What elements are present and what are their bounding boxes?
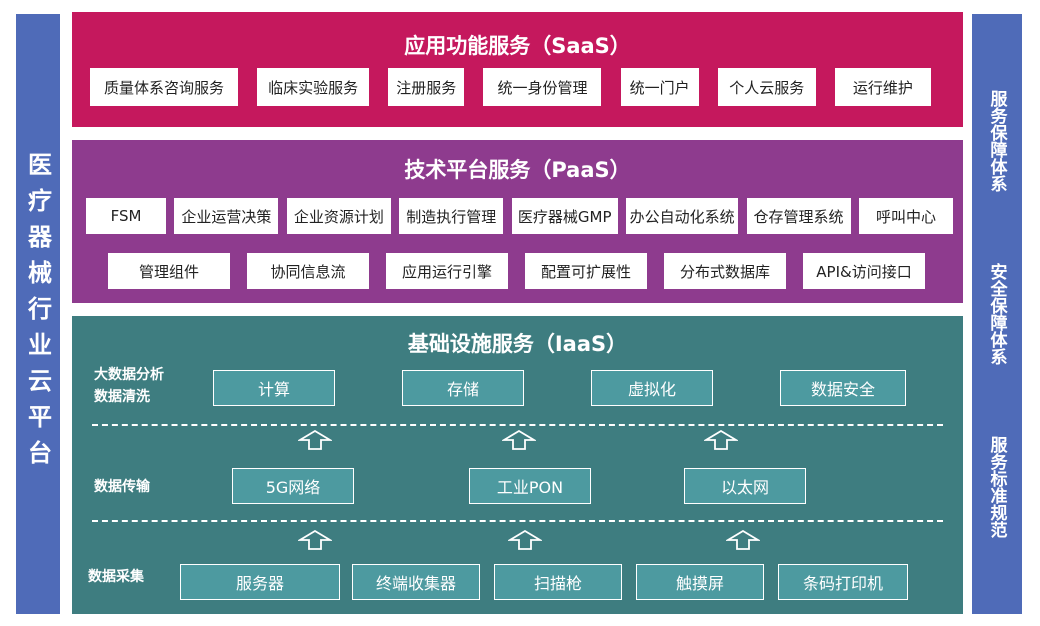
iaas-title: 基础设施服务（IaaS） bbox=[407, 332, 628, 356]
iaas-item: 数据安全 bbox=[780, 370, 906, 406]
paas-item: 企业运营决策 bbox=[174, 198, 279, 234]
right-label-service-assurance: 服务保障体系 bbox=[986, 89, 1007, 192]
paas-item: 企业资源计划 bbox=[286, 198, 391, 234]
iaas-divider-1 bbox=[92, 424, 943, 426]
iaas-item: 条码打印机 bbox=[778, 564, 908, 600]
right-label-security-assurance: 安全保障体系 bbox=[986, 262, 1007, 365]
iaas-row3-label: 数据采集 bbox=[88, 569, 144, 585]
paas-item: 协同信息流 bbox=[247, 253, 369, 289]
iaas-item: 扫描枪 bbox=[494, 564, 622, 600]
saas-item: 临床实验服务 bbox=[257, 68, 370, 106]
up-arrow-icon bbox=[704, 430, 738, 450]
paas-item: 制造执行管理 bbox=[399, 198, 504, 234]
platform-title: 医疗器械行业云平台 bbox=[23, 152, 52, 476]
paas-row-2: 管理组件 协同信息流 应用运行引擎 配置可扩展性 分布式数据库 API&访问接口 bbox=[108, 253, 925, 289]
saas-item: 运行维护 bbox=[834, 68, 931, 106]
right-label-service-standard: 服务标准规范 bbox=[986, 436, 1007, 539]
paas-item: 分布式数据库 bbox=[664, 253, 786, 289]
iaas-item: 5G网络 bbox=[232, 468, 354, 504]
saas-item: 统一门户 bbox=[620, 68, 699, 106]
iaas-item: 终端收集器 bbox=[352, 564, 480, 600]
saas-item: 质量体系咨询服务 bbox=[90, 68, 238, 106]
up-arrow-icon bbox=[508, 530, 542, 550]
iaas-item: 计算 bbox=[213, 370, 335, 406]
saas-row: 质量体系咨询服务 临床实验服务 注册服务 统一身份管理 统一门户 个人云服务 运… bbox=[90, 68, 931, 106]
iaas-item: 服务器 bbox=[180, 564, 340, 600]
iaas-item: 虚拟化 bbox=[591, 370, 713, 406]
paas-item: 应用运行引擎 bbox=[386, 253, 508, 289]
paas-item: 配置可扩展性 bbox=[525, 253, 647, 289]
up-arrow-icon bbox=[298, 430, 332, 450]
right-support-bar: 服务保障体系 安全保障体系 服务标准规范 bbox=[972, 14, 1022, 614]
paas-item: 呼叫中心 bbox=[858, 198, 953, 234]
iaas-row1-label: 大数据分析 数据清洗 bbox=[94, 364, 164, 408]
paas-layer: 技术平台服务（PaaS） FSM 企业运营决策 企业资源计划 制造执行管理 医疗… bbox=[72, 140, 963, 303]
saas-title: 应用功能服务（SaaS） bbox=[404, 34, 631, 58]
up-arrow-icon bbox=[726, 530, 760, 550]
saas-item: 个人云服务 bbox=[717, 68, 816, 106]
up-arrow-icon bbox=[502, 430, 536, 450]
iaas-item: 存储 bbox=[402, 370, 524, 406]
iaas-layer: 基础设施服务（IaaS） 大数据分析 数据清洗 计算 存储 虚拟化 数据安全 数… bbox=[72, 316, 963, 614]
paas-item: 办公自动化系统 bbox=[626, 198, 739, 234]
iaas-item: 以太网 bbox=[684, 468, 806, 504]
iaas-divider-2 bbox=[92, 520, 943, 522]
iaas-row1-label-line: 数据清洗 bbox=[94, 389, 150, 405]
iaas-row2-label: 数据传输 bbox=[94, 479, 150, 495]
paas-item: FSM bbox=[86, 198, 166, 234]
iaas-row1-label-line: 大数据分析 bbox=[94, 367, 164, 383]
paas-item: 管理组件 bbox=[108, 253, 230, 289]
paas-item: API&访问接口 bbox=[803, 253, 925, 289]
up-arrow-icon bbox=[298, 530, 332, 550]
paas-item: 仓存管理系统 bbox=[746, 198, 851, 234]
paas-title: 技术平台服务（PaaS） bbox=[404, 158, 631, 182]
iaas-item: 工业PON bbox=[469, 468, 591, 504]
paas-item: 医疗器械GMP bbox=[511, 198, 618, 234]
left-platform-bar: 医疗器械行业云平台 bbox=[16, 14, 60, 614]
iaas-item: 触摸屏 bbox=[636, 564, 764, 600]
saas-item: 注册服务 bbox=[388, 68, 465, 106]
paas-row-1: FSM 企业运营决策 企业资源计划 制造执行管理 医疗器械GMP 办公自动化系统… bbox=[86, 198, 953, 234]
saas-layer: 应用功能服务（SaaS） 质量体系咨询服务 临床实验服务 注册服务 统一身份管理… bbox=[72, 12, 963, 127]
saas-item: 统一身份管理 bbox=[483, 68, 602, 106]
